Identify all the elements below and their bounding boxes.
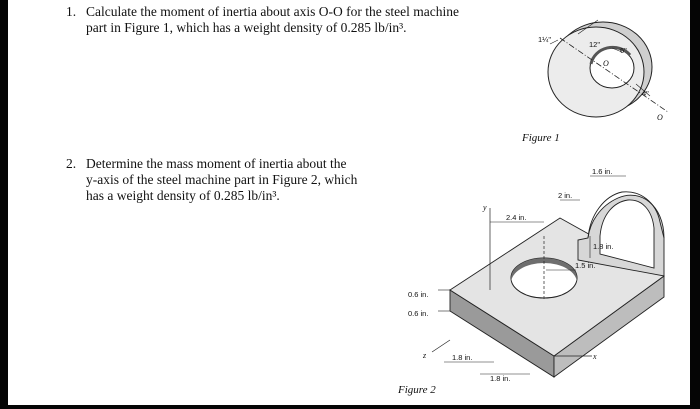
problem-2-line-1: Determine the mass moment of inertia abo… xyxy=(86,156,347,171)
right-black-border xyxy=(690,0,700,409)
fig1-axis-label-b: O xyxy=(657,113,663,122)
fig1-axis-label-a: O xyxy=(603,59,609,68)
problem-2-line-2: y-axis of the steel machine part in Figu… xyxy=(86,172,358,187)
left-black-border xyxy=(0,0,8,409)
fig2-dim-2: 2 in. xyxy=(558,191,572,200)
fig2-dim-0-6-top: 0.6 in. xyxy=(408,290,428,299)
fig2-dim-1-8-vert: 1.8 in. xyxy=(593,242,613,251)
problem-1: 1. Calculate the moment of inertia about… xyxy=(66,4,526,36)
fig1-label-offset: 4" xyxy=(642,89,649,98)
fig2-dim-1-8-b: 1.8 in. xyxy=(490,374,510,383)
fig2-dim-0-6-bot: 0.6 in. xyxy=(408,309,428,318)
fig1-label-outer: 12" xyxy=(589,40,600,49)
fig2-y-label: y xyxy=(482,203,487,212)
bottom-black-border xyxy=(0,405,700,409)
upright-arc-back xyxy=(587,191,665,239)
z-axis-line xyxy=(431,339,451,353)
fig2-dim-1-5: 1.5 in. xyxy=(575,261,595,270)
dim-4-leader xyxy=(635,83,651,97)
dim-12-leader xyxy=(577,19,599,35)
fig1-label-thickness: 1¼" xyxy=(538,35,551,44)
block-hole-wall xyxy=(511,258,577,283)
problem-1-line-2: part in Figure 1, which has a weight den… xyxy=(86,20,407,35)
dim-6-leader xyxy=(611,47,623,53)
problem-2-line-3: has a weight density of 0.285 lb/in³. xyxy=(86,188,280,203)
fig2-dim-1-8-a: 1.8 in. xyxy=(452,353,472,362)
problem-1-line-1: Calculate the moment of inertia about ax… xyxy=(86,4,459,19)
dim-thick-leader xyxy=(549,39,559,45)
hole-inner-wall xyxy=(589,45,632,65)
fig1-label-inner: 6" xyxy=(620,46,627,55)
upright-hole xyxy=(599,199,655,269)
problem-2: 2. Determine the mass moment of inertia … xyxy=(66,156,416,204)
fig2-dim-1-6: 1.6 in. xyxy=(592,167,612,176)
fig2-x-label: x xyxy=(592,352,597,361)
problem-2-number: 2. xyxy=(66,156,77,171)
figure-1-caption: Figure 1 xyxy=(522,132,560,144)
fig2-z-label: z xyxy=(422,351,427,360)
fig2-dim-2-4: 2.4 in. xyxy=(506,213,526,222)
problem-1-number: 1. xyxy=(66,4,77,19)
figure-2-caption: Figure 2 xyxy=(398,384,436,396)
